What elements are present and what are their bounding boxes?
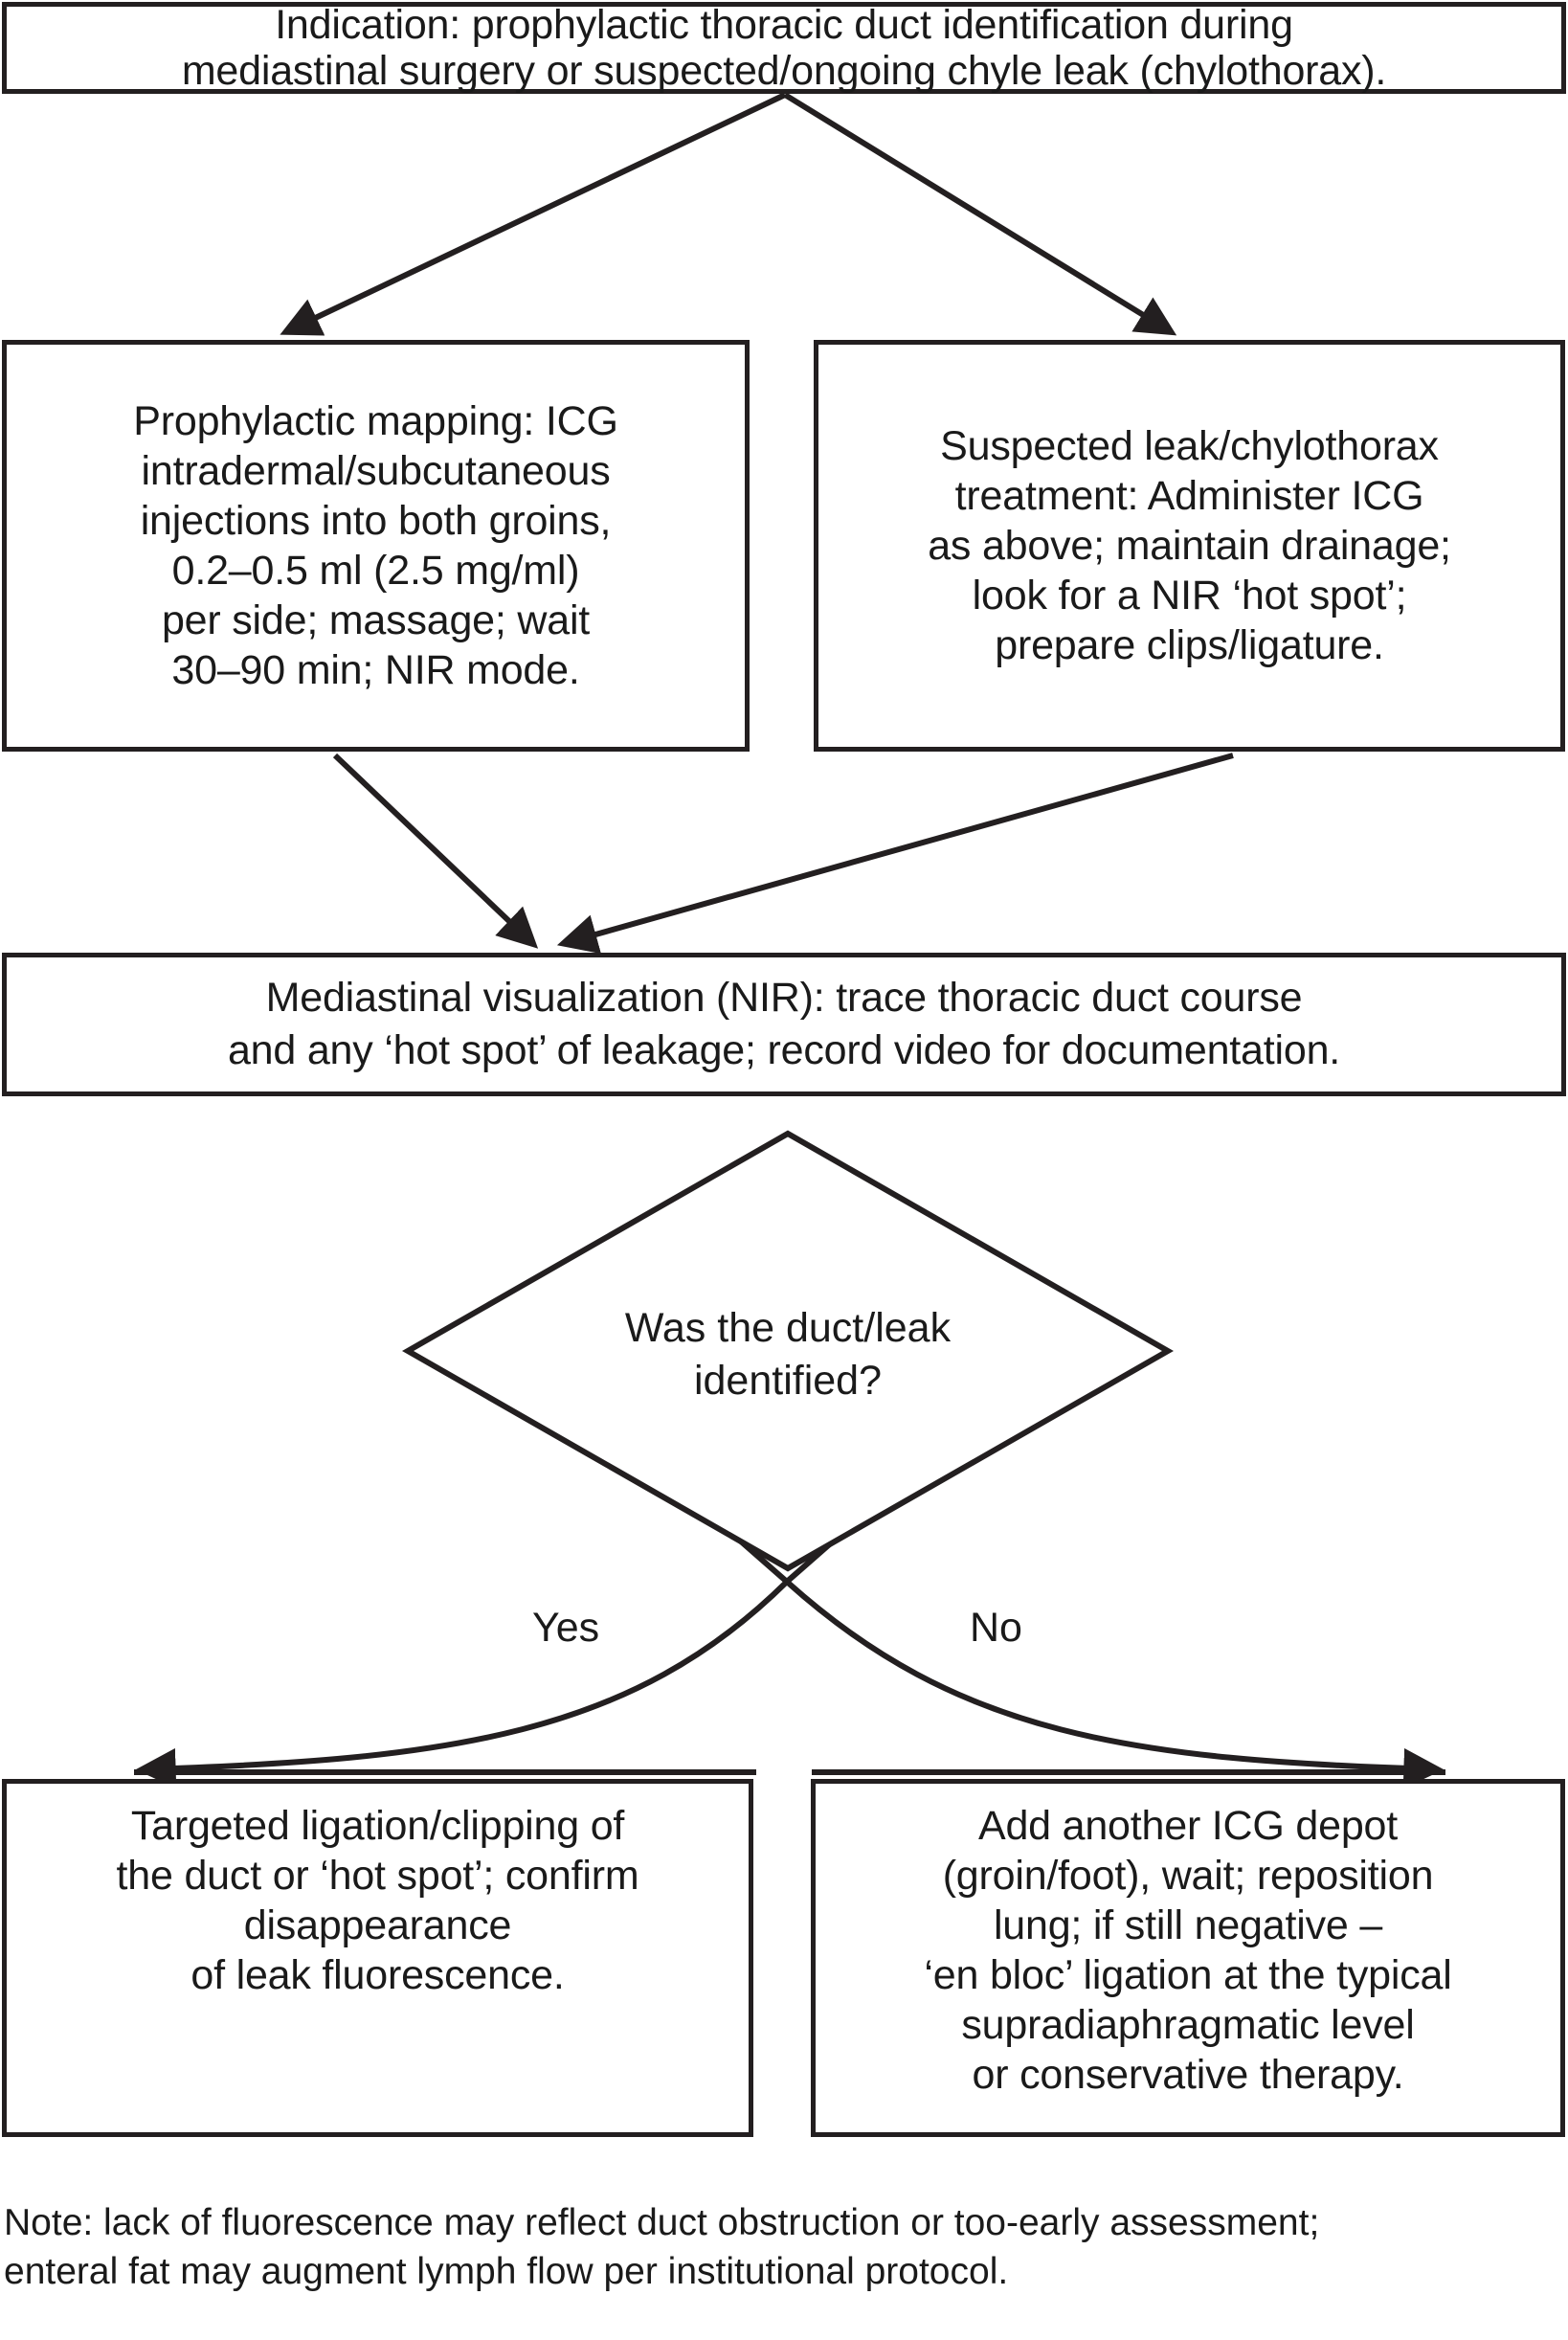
node-prophylactic-mapping-text: Prophylactic mapping: ICG intradermal/su…: [133, 397, 618, 694]
node-targeted-ligation-text: Targeted ligation/clipping of the duct o…: [116, 1803, 639, 1999]
footer-note: Note: lack of fluorescence may reflect d…: [4, 2202, 1320, 2293]
node-indication-text: Indication: prophylactic thoracic duct i…: [181, 1, 1387, 94]
node-prophylactic-mapping: Prophylactic mapping: ICG intradermal/su…: [2, 340, 750, 752]
node-add-icg-depot-text: Add another ICG depot (groin/foot), wait…: [924, 1803, 1452, 2099]
node-suspected-leak-treatment: Suspected leak/chylothorax treatment: Ad…: [814, 340, 1565, 752]
node-mediastinal-visualization: Mediastinal visualization (NIR): trace t…: [2, 953, 1566, 1096]
edge-indication-to-suspected: [783, 92, 1177, 336]
edge-prophylactic-to-mediastinal: [332, 753, 539, 949]
edge-suspected-to-mediastinal: [556, 753, 1234, 955]
edge-indication-to-prophylactic: [280, 92, 787, 336]
edge-label-yes: Yes: [532, 1605, 600, 1651]
node-decision-text: Was the duct/leak identified?: [624, 1305, 952, 1405]
node-add-icg-depot: Add another ICG depot (groin/foot), wait…: [811, 1779, 1565, 2137]
node-suspected-leak-treatment-text: Suspected leak/chylothorax treatment: Ad…: [928, 422, 1451, 669]
edge-label-no: No: [970, 1605, 1022, 1651]
node-targeted-ligation: Targeted ligation/clipping of the duct o…: [2, 1779, 753, 2137]
node-indication: Indication: prophylactic thoracic duct i…: [2, 2, 1566, 94]
node-mediastinal-visualization-text: Mediastinal visualization (NIR): trace t…: [227, 974, 1341, 1073]
